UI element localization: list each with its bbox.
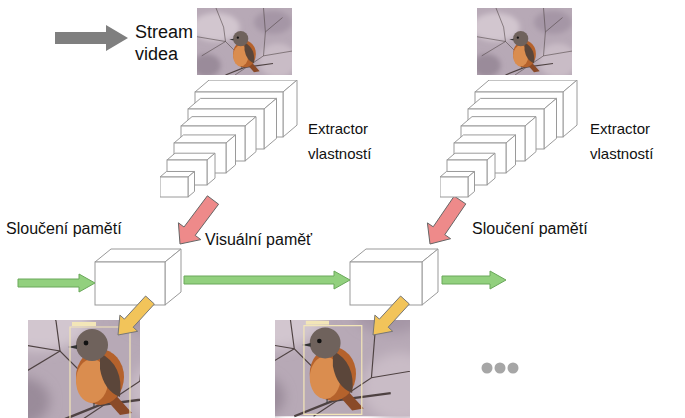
merge-label: Sloučení pamětí bbox=[6, 219, 156, 238]
memory-arrow bbox=[442, 271, 506, 289]
video-frame bbox=[472, 8, 577, 78]
feature-extractor: Extractor vlastností bbox=[440, 80, 684, 205]
output-arrow bbox=[118, 296, 154, 335]
input-label: Stream videa bbox=[135, 22, 197, 65]
feature-extractor: Extractor vlastností bbox=[160, 80, 394, 205]
memory-arrow bbox=[18, 274, 95, 292]
memory-block bbox=[95, 249, 181, 305]
conv-layer bbox=[440, 171, 475, 197]
detection-output bbox=[227, 281, 439, 418]
input-arrow bbox=[55, 25, 128, 51]
video-frame bbox=[192, 8, 297, 78]
continuation-dots bbox=[482, 363, 519, 374]
arrows bbox=[18, 25, 506, 335]
layer-stack bbox=[440, 80, 682, 205]
extractor-label: Extractor vlastností bbox=[590, 116, 682, 166]
output-arrow bbox=[373, 296, 409, 335]
merge-label: Sloučení pamětí bbox=[472, 219, 622, 238]
memory-label: Visuální paměť bbox=[205, 230, 355, 249]
memory-arrow bbox=[184, 271, 350, 289]
extractor-label: Extractor vlastností bbox=[308, 116, 392, 166]
merge-arrow bbox=[427, 196, 465, 244]
layer-stack bbox=[160, 80, 392, 205]
memory-block bbox=[350, 249, 438, 305]
conv-layer bbox=[160, 171, 195, 197]
